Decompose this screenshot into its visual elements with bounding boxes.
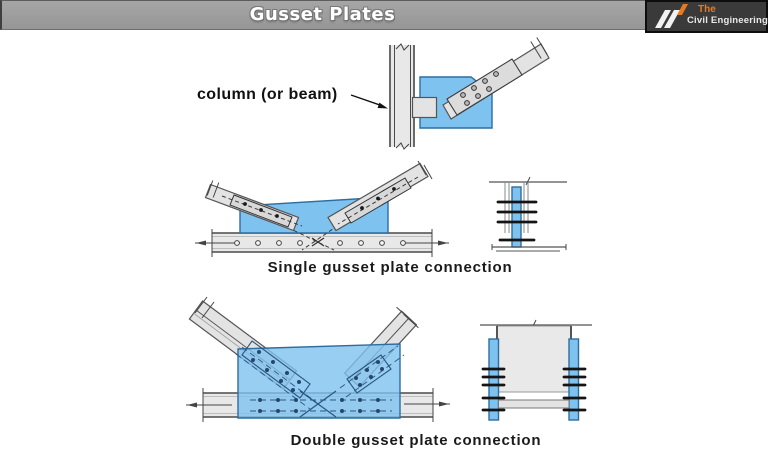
gusset-plate-edge: [488, 338, 500, 421]
brand-stripes-icon: [655, 4, 688, 28]
single-gusset-side-view: [489, 176, 567, 252]
gusset-plate: [237, 343, 401, 419]
double-gusset-side-view: [480, 319, 592, 421]
gusset-plate-edge: [568, 338, 580, 421]
break-mark: [395, 142, 410, 150]
break-mark: [395, 43, 410, 51]
annotation-arrow: [350, 94, 388, 109]
brand-name-bottom: Civil Engineering: [687, 15, 768, 26]
page-title: Gusset Plates: [249, 4, 396, 25]
beam-bolt-rows: [250, 390, 392, 418]
splice-plate-with-bolts: [446, 58, 523, 116]
diagram-double-gusset: Double gusset plate connection: [186, 296, 592, 449]
brand-name-top: The: [698, 4, 716, 15]
beam-bolt-holes: [234, 240, 406, 246]
clip-angle: [411, 96, 438, 119]
right-bolt-group: [339, 345, 405, 398]
right-brace: [327, 160, 433, 232]
gusset-plate-edge: [511, 186, 522, 248]
diagram-column-connection: column (or beam): [197, 37, 550, 150]
left-brace: [204, 180, 303, 232]
column-member: [389, 43, 415, 150]
single-gusset-caption: Single gusset plate connection: [268, 259, 513, 276]
brand-logo: The Civil Engineering: [645, 0, 768, 33]
header-bar: [0, 0, 768, 30]
diagram-single-gusset: Single gusset plate connection: [195, 160, 567, 276]
column-annotation-label: column (or beam): [197, 86, 338, 103]
left-bolt-group: [235, 340, 317, 410]
double-gusset-caption: Double gusset plate connection: [291, 432, 542, 449]
